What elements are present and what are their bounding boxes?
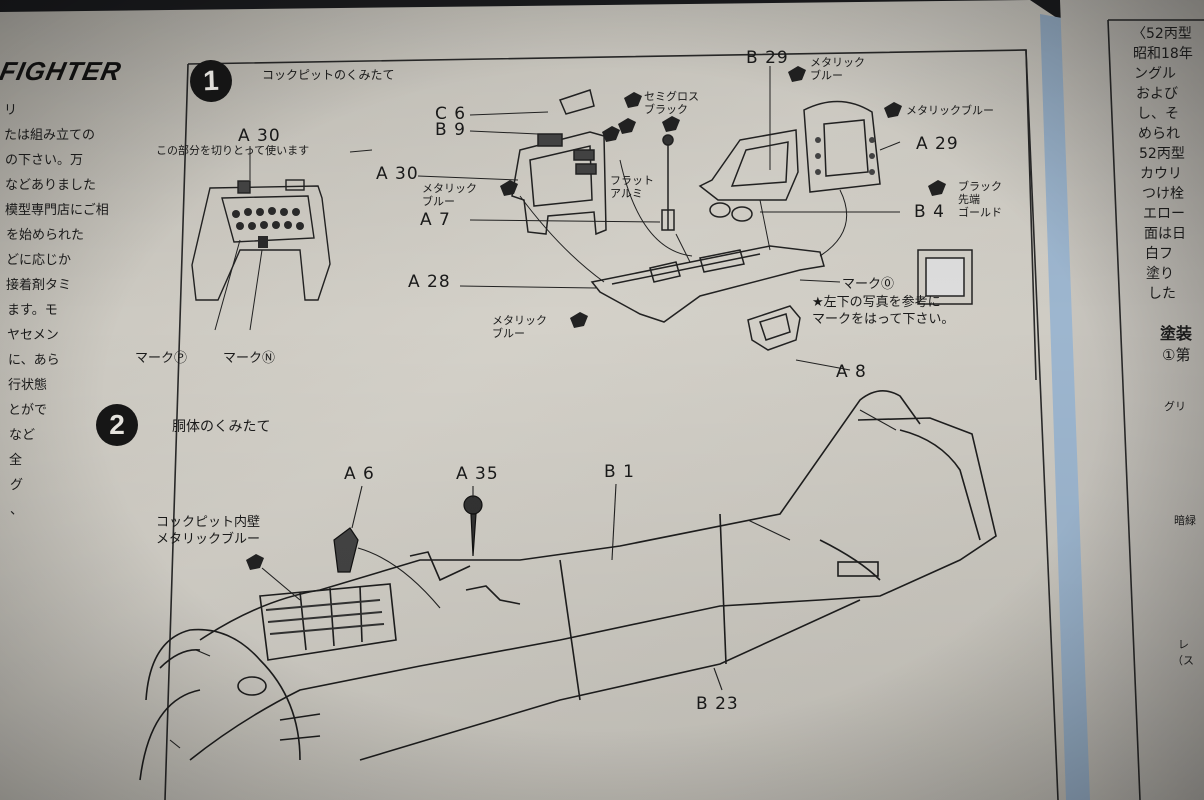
left-column-line: 全 [9,453,23,468]
right-section-title: 塗装 [1160,324,1193,343]
left-column-line: とがで [8,403,48,418]
note-metallic-blue-floor: メタリック ブルー [492,314,547,340]
step-2-badge: 2 [96,404,138,446]
right-page-line: 〈52丙型 [1132,26,1192,42]
right-page-line: 昭和18年 [1133,46,1193,62]
right-item-1: ①第 [1162,346,1191,364]
part-a28: A 28 [408,272,451,292]
left-column-line: などありました [5,178,97,193]
mark-o-label: マーク⓪ [842,277,895,292]
mark-p-label: マークⓅ [135,351,188,366]
part-a35: A 35 [456,464,499,484]
part-b1: B 1 [604,462,635,482]
note-metallic-blue-a30: メタリック ブルー [422,182,477,208]
left-column-line: 模型専門店にご相 [5,203,109,218]
right-note-paren: （ス [1172,654,1194,667]
left-column-line: を始められた [6,228,85,243]
part-b23: B 23 [696,694,739,714]
note-flat-aluminium: フラット アルミ [610,174,654,200]
part-a30: A 30 [376,164,419,184]
right-page-line: および [1136,86,1178,102]
part-b9: B 9 [435,120,466,140]
left-column-line: の下さい。万 [5,153,84,168]
mark-n-label: マークⓃ [223,351,276,366]
note-metallic-blue-a29: メタリックブルー [906,104,994,117]
left-column-line: グ [10,478,24,493]
left-column-line: に、あら [8,353,60,368]
header-logo: FIGHTER [0,56,125,86]
right-page-line: 52丙型 [1139,146,1185,162]
left-column-line: など [9,428,36,443]
part-a29: A 29 [916,134,959,154]
note-black-gold-tip: ブラック 先端 ゴールド [958,180,1002,219]
left-column-line: ます。モ [7,303,58,318]
inset-note: この部分を切りとって使います [156,144,310,157]
right-page-line: 白フ [1145,246,1173,262]
right-page-line: し、そ [1137,106,1179,122]
step-1-title: コックピットのくみたて [262,68,395,82]
right-note-re: レ [1178,638,1189,651]
right-gray-note: グリ [1164,400,1186,413]
left-column-line: どに応じか [6,253,72,268]
photo-note: ★左下の写真を参考に マークをはって下さい。 [812,295,955,327]
part-a7: A 7 [420,210,451,230]
left-column-line: ヤセメン [7,328,59,343]
right-page-line: ングル [1134,66,1176,82]
right-page-line: つけ栓 [1142,186,1184,202]
part-b29: B 29 [746,48,789,68]
right-page-line: した [1148,286,1176,302]
right-page-line: 面は日 [1144,226,1186,242]
left-column-line: たは組み立ての [4,128,96,143]
note-semigloss-black: セミグロス ブラック [644,90,699,116]
right-page-text: 〈52丙型昭和18年ングルおよびし、そめられ 52丙型カウリつけ栓エロー面は日白フ… [1132,24,1193,304]
part-b4: B 4 [914,202,945,222]
left-column-line: リ [4,103,18,118]
right-page-line: められ [1138,126,1180,142]
right-page-line: 塗り [1146,266,1174,282]
right-page-line: カウリ [1140,166,1182,182]
note-metallic-blue-b29: メタリック ブルー [810,56,865,82]
left-column-line: 接着剤タミ [6,278,72,293]
right-page-line: エロー [1143,206,1185,222]
part-c6: C 6 [435,104,467,124]
right-dark-note: 暗緑 [1174,514,1196,527]
part-a30-inset: A 30 [238,126,281,146]
left-column-line: 行状態 [8,378,48,393]
cockpit-wall-note: コックピット内壁 メタリックブルー [156,515,261,547]
step-2-title: 胴体のくみたて [172,419,271,435]
part-a6: A 6 [344,464,375,484]
left-column-line: 、 [10,503,24,518]
part-a8: A 8 [836,362,867,382]
left-column-text: リたは組み立てのの下さい。万などありました模型専門店にご相を始められたどに応じか… [4,98,144,523]
